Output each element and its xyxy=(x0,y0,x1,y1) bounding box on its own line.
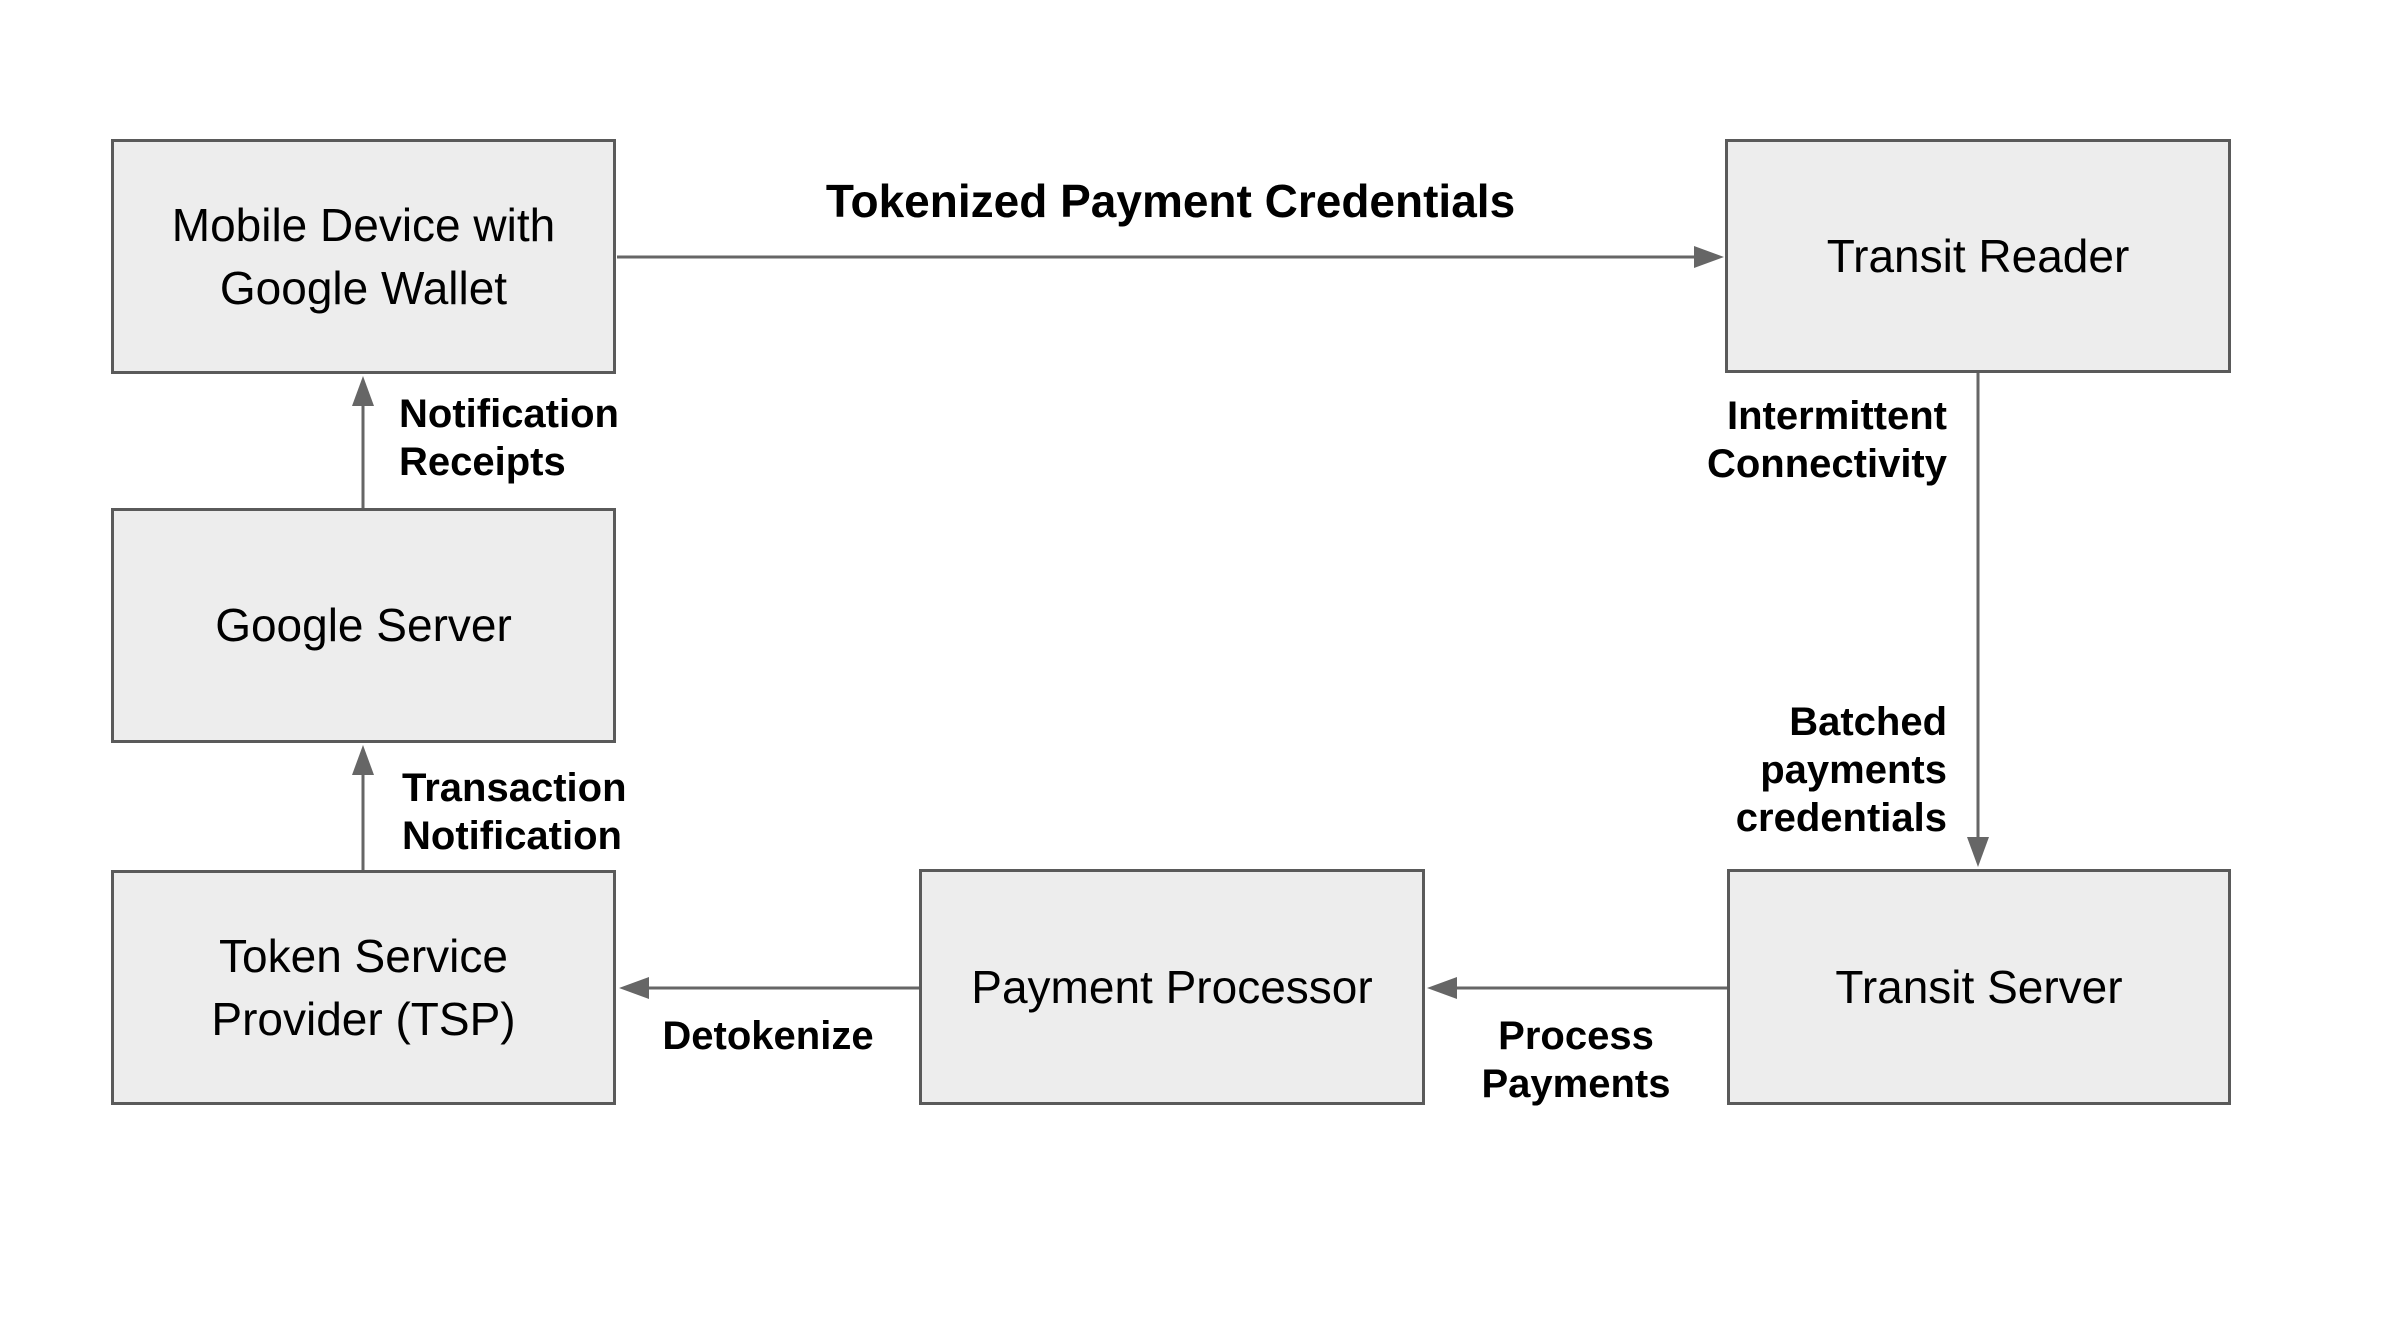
arrow-batched-payments xyxy=(1967,373,1989,867)
arrow-process-payments xyxy=(1427,977,1727,999)
edge-label-notification-receipts: Notification Receipts xyxy=(399,392,619,484)
edge-label-batched-payments-credentials: Batched payments credentials xyxy=(1735,700,1947,840)
node-transit-reader: Transit Reader xyxy=(1725,139,2231,373)
node-transit-server-label: Transit Server xyxy=(1835,960,2123,1013)
edge-label-tokenized-payment-credentials: Tokenized Payment Credentials xyxy=(825,175,1516,227)
arrow-detokenize xyxy=(619,977,919,999)
edge-label-intermittent-connectivity: Intermittent Connectivity xyxy=(1706,394,1947,486)
arrow-notification-receipts xyxy=(352,376,374,508)
node-mobile-device-label: Mobile Device with Google Wallet xyxy=(171,199,556,314)
node-token-service-provider-label: Token Service Provider (TSP) xyxy=(211,930,516,1045)
node-mobile-device: Mobile Device with Google Wallet xyxy=(111,139,616,374)
node-payment-processor-label: Payment Processor xyxy=(971,960,1373,1013)
node-token-service-provider: Token Service Provider (TSP) xyxy=(111,870,616,1105)
node-transit-reader-label: Transit Reader xyxy=(1826,229,2130,282)
edge-label-process-payments: Process Payments xyxy=(1481,1014,1671,1106)
node-google-server: Google Server xyxy=(111,508,616,743)
edge-label-detokenize: Detokenize xyxy=(662,1014,874,1058)
node-google-server-label: Google Server xyxy=(215,599,512,652)
arrow-transaction-notification xyxy=(352,745,374,870)
node-payment-processor: Payment Processor xyxy=(919,869,1425,1105)
edge-label-transaction-notification: Transaction Notification xyxy=(402,766,627,858)
arrow-tokenized-payment-credentials xyxy=(617,246,1724,268)
node-transit-server: Transit Server xyxy=(1727,869,2231,1105)
